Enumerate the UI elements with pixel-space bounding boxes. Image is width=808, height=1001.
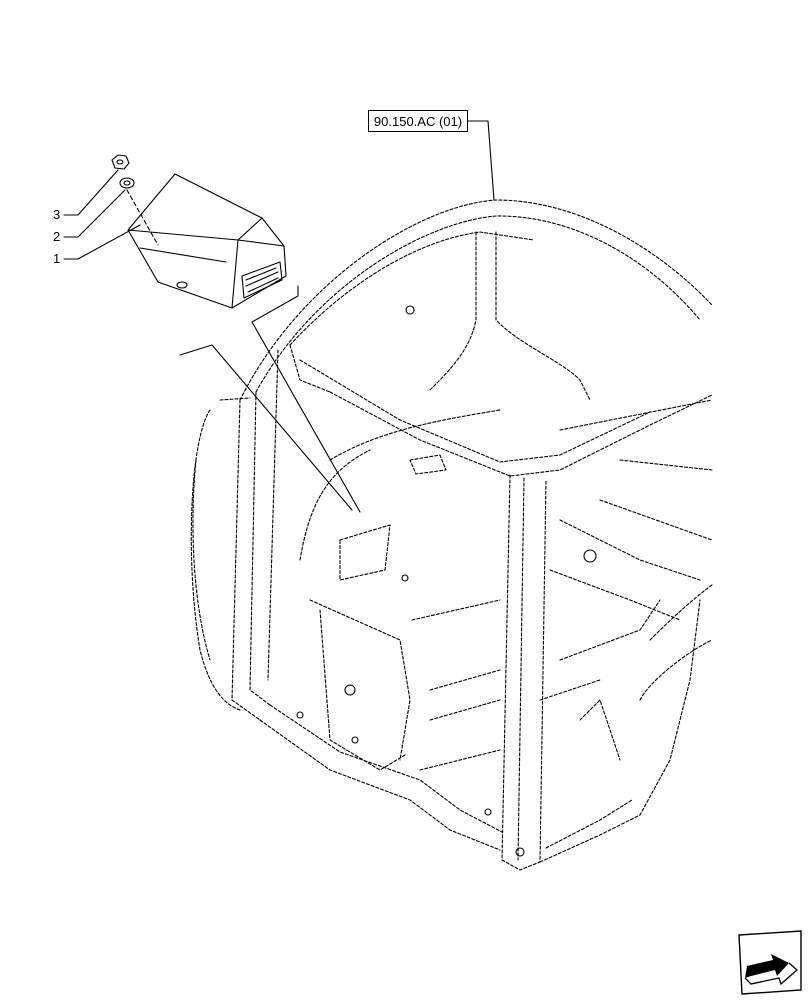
frame-holes	[296, 305, 597, 857]
callout-3: 3	[53, 207, 61, 222]
leader-1	[63, 224, 141, 260]
page-turn-arrow-icon[interactable]	[737, 930, 803, 996]
nut-part	[111, 154, 130, 170]
reference-label-text: 90.150.AC (01)	[373, 113, 463, 129]
control-module	[127, 173, 287, 309]
leader-2	[63, 189, 126, 238]
callout-2: 2	[53, 229, 61, 244]
leader-ref	[467, 120, 495, 201]
leader-mount-2	[179, 344, 353, 511]
assembly-line	[126, 189, 159, 246]
washer-part	[119, 177, 135, 189]
callout-1: 1	[53, 251, 61, 266]
cab-frame	[190, 199, 713, 871]
leader-3	[63, 169, 119, 216]
leader-mount	[251, 285, 361, 513]
reference-label[interactable]: 90.150.AC (01)	[368, 110, 468, 132]
